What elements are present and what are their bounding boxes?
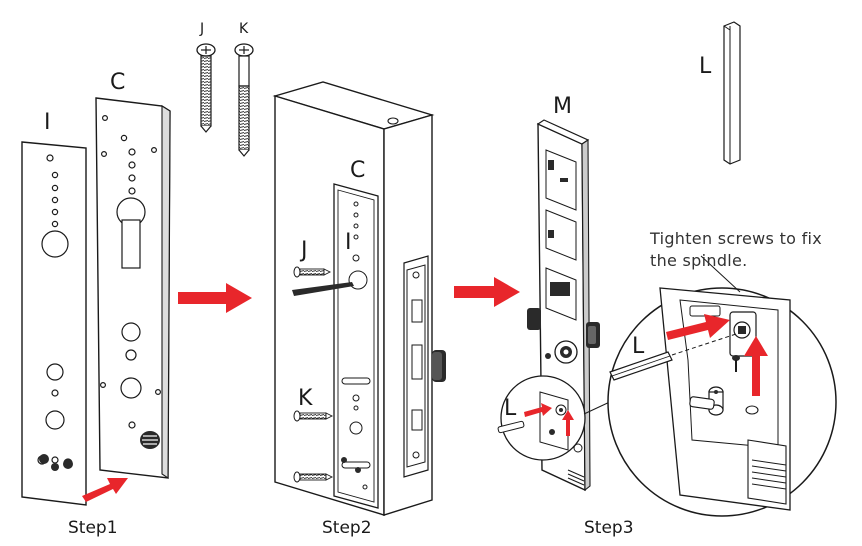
label-k: K xyxy=(239,21,249,37)
label-j-step2: J xyxy=(301,238,308,263)
screw-j-step2 xyxy=(293,266,332,278)
screw-k xyxy=(234,43,254,157)
label-l-top: L xyxy=(699,54,712,79)
label-c: C xyxy=(110,70,126,95)
arrow-icon xyxy=(666,314,730,340)
arrow-icon xyxy=(178,283,252,313)
screw-k-step2 xyxy=(293,410,334,422)
handle-stub xyxy=(432,350,446,382)
label-l-small: L xyxy=(504,396,517,421)
screw-lower-step2 xyxy=(293,471,334,483)
label-i-step2: I xyxy=(345,230,352,255)
step-1-label: Step1 xyxy=(68,518,118,538)
note-line-2: the spindle. xyxy=(650,251,748,270)
spindle-bar xyxy=(292,282,354,296)
step-3-label: Step3 xyxy=(584,518,634,538)
lock-body xyxy=(403,255,429,478)
label-j: J xyxy=(200,21,205,37)
screw-j xyxy=(196,43,216,133)
label-m: M xyxy=(553,94,572,119)
arrow-icon xyxy=(82,478,128,502)
plate-c xyxy=(95,97,171,480)
plate-i xyxy=(21,141,87,506)
spindle-l xyxy=(723,21,741,165)
arrow-icon xyxy=(524,403,552,417)
arrow-icon xyxy=(744,336,768,396)
label-k-step2: K xyxy=(298,386,313,411)
label-l-detail: L xyxy=(632,334,645,359)
arrow-icon xyxy=(454,277,520,307)
arrow-icon xyxy=(562,410,574,436)
label-i: I xyxy=(44,110,51,135)
plate-c-mounted xyxy=(333,183,379,509)
note-leader xyxy=(700,255,741,293)
step-2-label: Step2 xyxy=(322,518,372,538)
label-c-step2: C xyxy=(350,158,366,183)
note-line-1: Tighten screws to fix xyxy=(650,229,823,248)
